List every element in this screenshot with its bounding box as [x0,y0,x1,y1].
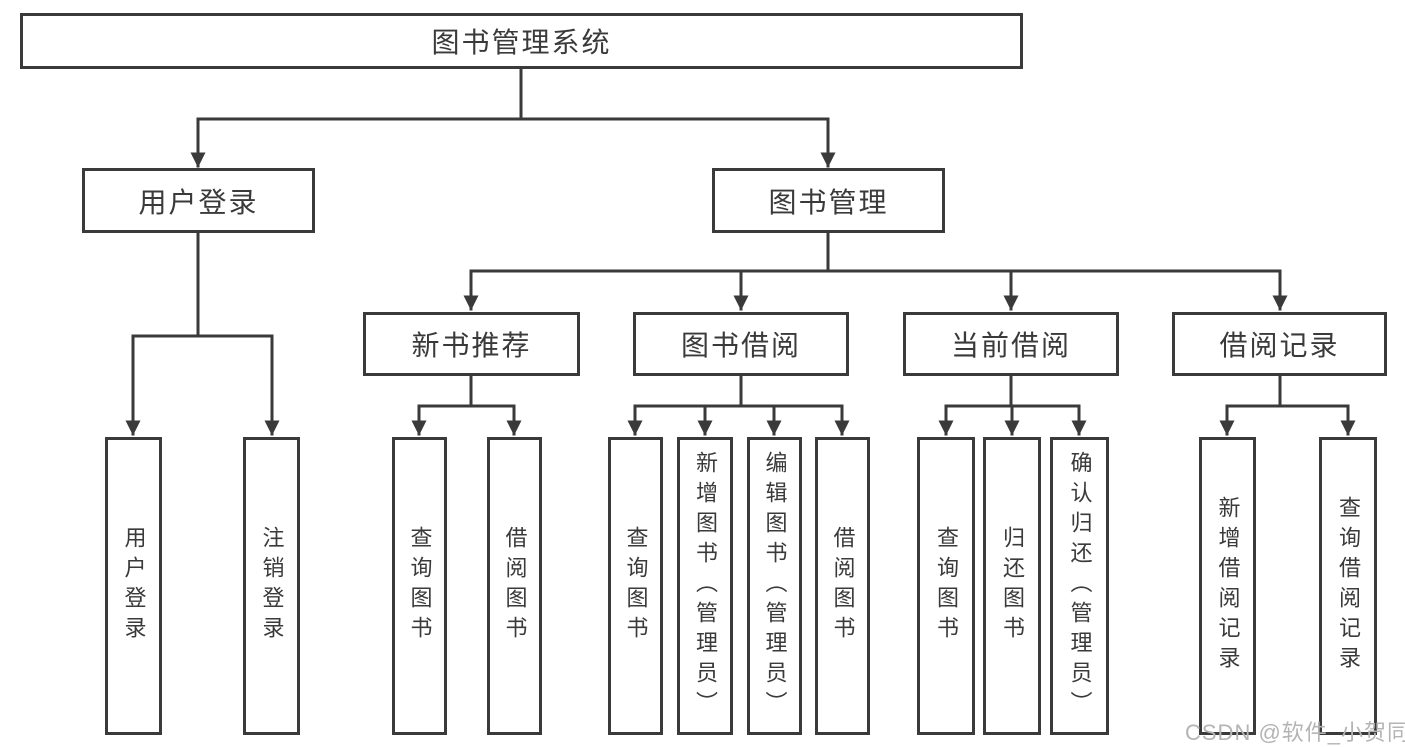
node-label: 借阅记录 [1219,330,1340,361]
node-label: 用户登录 [121,526,147,646]
leaf-user-login: 用户登录 [105,437,162,735]
node-label: 用户登录 [138,186,259,218]
leaf-return-books: 归还图书 [983,437,1041,735]
leaf-query-books: 查询图书 [392,437,447,735]
node-borrowing-records: 借阅记录 [1172,312,1387,376]
node-label: 编辑图书（管理员） [762,451,788,721]
leaf-logout: 注销登录 [243,437,300,735]
node-label: 注销登录 [259,526,285,646]
node-label: 查询借阅记录 [1336,496,1361,676]
node-library-management-system: 图书管理系统 [20,13,1023,69]
node-current-borrowing: 当前借阅 [903,312,1119,376]
node-label: 图书管理系统 [431,27,612,58]
node-book-borrowing: 图书借阅 [633,312,849,376]
leaf-query-books: 查询图书 [917,437,975,735]
node-label: 新增图书（管理员） [693,451,718,721]
node-new-book-recommendation: 新书推荐 [363,312,580,376]
leaf-query-borrow-record: 查询借阅记录 [1319,437,1377,735]
node-label: 当前借阅 [950,330,1071,361]
node-label: 图书借阅 [680,330,801,361]
node-label: 归还图书 [1000,526,1025,646]
node-label: 图书管理 [768,186,889,218]
node-book-management: 图书管理 [712,168,945,233]
node-label: 借阅图书 [502,526,528,646]
leaf-add-books-admin: 新增图书（管理员） [677,437,733,735]
node-label: 查询图书 [934,526,959,646]
node-label: 确认归还（管理员） [1067,451,1093,721]
node-user-login: 用户登录 [82,168,315,233]
leaf-confirm-return-admin: 确认归还（管理员） [1050,437,1109,735]
leaf-borrow-books: 借阅图书 [815,437,870,735]
node-label: 新增借阅记录 [1215,496,1241,676]
leaf-add-borrow-record: 新增借阅记录 [1199,437,1256,735]
leaf-borrow-books: 借阅图书 [487,437,542,735]
node-label: 借阅图书 [830,526,856,646]
leaf-query-books: 查询图书 [608,437,663,735]
node-label: 查询图书 [623,526,649,646]
leaf-edit-books-admin: 编辑图书（管理员） [747,437,802,735]
node-label: 新书推荐 [411,330,532,361]
node-label: 查询图书 [407,526,433,646]
csdn-watermark: CSDN @软件_小贺同学 [1185,720,1405,745]
